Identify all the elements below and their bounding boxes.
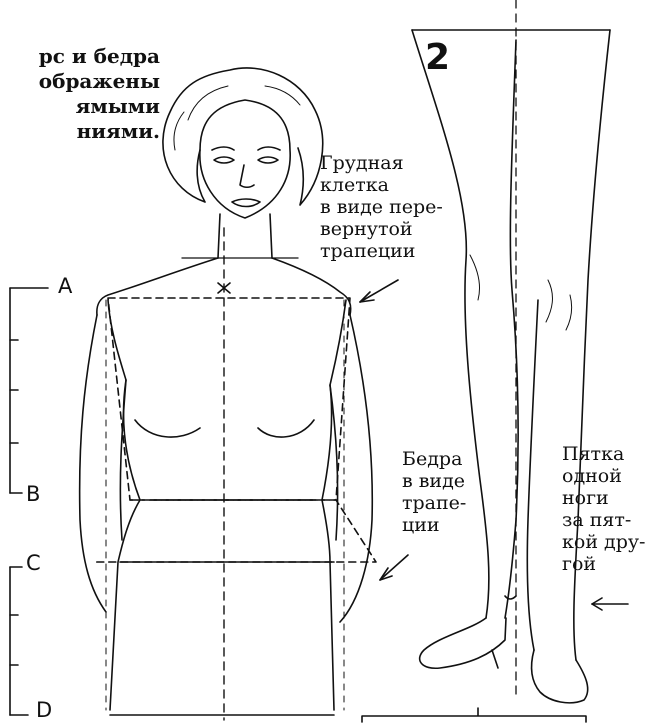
nose — [240, 165, 254, 187]
hips-note: Бедра в виде трапе- ции — [402, 448, 466, 536]
right-shoe — [532, 650, 588, 703]
heel-note-line-4: за пят- — [562, 509, 645, 531]
label-b: B — [26, 482, 40, 506]
figure-caption: рс и бедра ображены ямыми ниями. — [0, 44, 160, 144]
chest-note-line-5: трапеции — [320, 240, 443, 262]
heel-note-line-3: ноги — [562, 487, 645, 509]
hips-note-line-3: трапе- — [402, 492, 466, 514]
label-d: D — [36, 698, 52, 722]
heel-note-line-5: кой дру- — [562, 531, 645, 553]
chest-note-line-2: клетка — [320, 174, 443, 196]
heel-note-line-2: одной — [562, 465, 645, 487]
hair-outline — [163, 68, 323, 205]
heel-note-line-1: Пятка — [562, 443, 645, 465]
label-a: A — [58, 274, 72, 298]
right-eye — [258, 157, 278, 163]
chest-note-line-4: вернутой — [320, 218, 443, 240]
eyebrows — [212, 147, 280, 150]
figure-number: 2 — [425, 40, 450, 76]
left-shoe-heel — [492, 650, 498, 668]
neck — [218, 214, 272, 258]
chest-arrow — [360, 280, 398, 302]
stance-bracket — [362, 708, 586, 722]
caption-line-3: ямыми — [0, 94, 160, 119]
chest-note: Грудная клетка в виде пере- вернутой тра… — [320, 152, 443, 262]
torso-left-contour — [108, 300, 140, 710]
heel-note-line-6: гой — [562, 553, 645, 575]
hips-note-line-1: Бедра — [402, 448, 466, 470]
left-shoe — [420, 618, 506, 668]
left-eye — [214, 157, 234, 163]
right-heel-point — [505, 596, 516, 599]
knee-marks — [470, 255, 572, 330]
chest-trapezoid — [108, 298, 350, 500]
torso-right-contour — [322, 300, 346, 710]
hips-note-line-2: в виде — [402, 470, 466, 492]
left-arm — [80, 315, 106, 612]
label-c: C — [26, 551, 41, 575]
caption-line-2: ображены — [0, 69, 160, 94]
chest-note-line-3: в виде пере- — [320, 196, 443, 218]
hips-note-line-4: ции — [402, 514, 466, 536]
hips-arrow — [380, 555, 408, 580]
chest-note-line-1: Грудная — [320, 152, 443, 174]
right-leg-inner — [527, 300, 538, 650]
chest-arrow-head — [360, 292, 374, 302]
caption-line-1: рс и бедра — [0, 44, 160, 69]
heel-note: Пятка одной ноги за пят- кой дру- гой — [562, 443, 645, 575]
mouth — [232, 199, 260, 207]
caption-line-4: ниями. — [0, 119, 160, 144]
